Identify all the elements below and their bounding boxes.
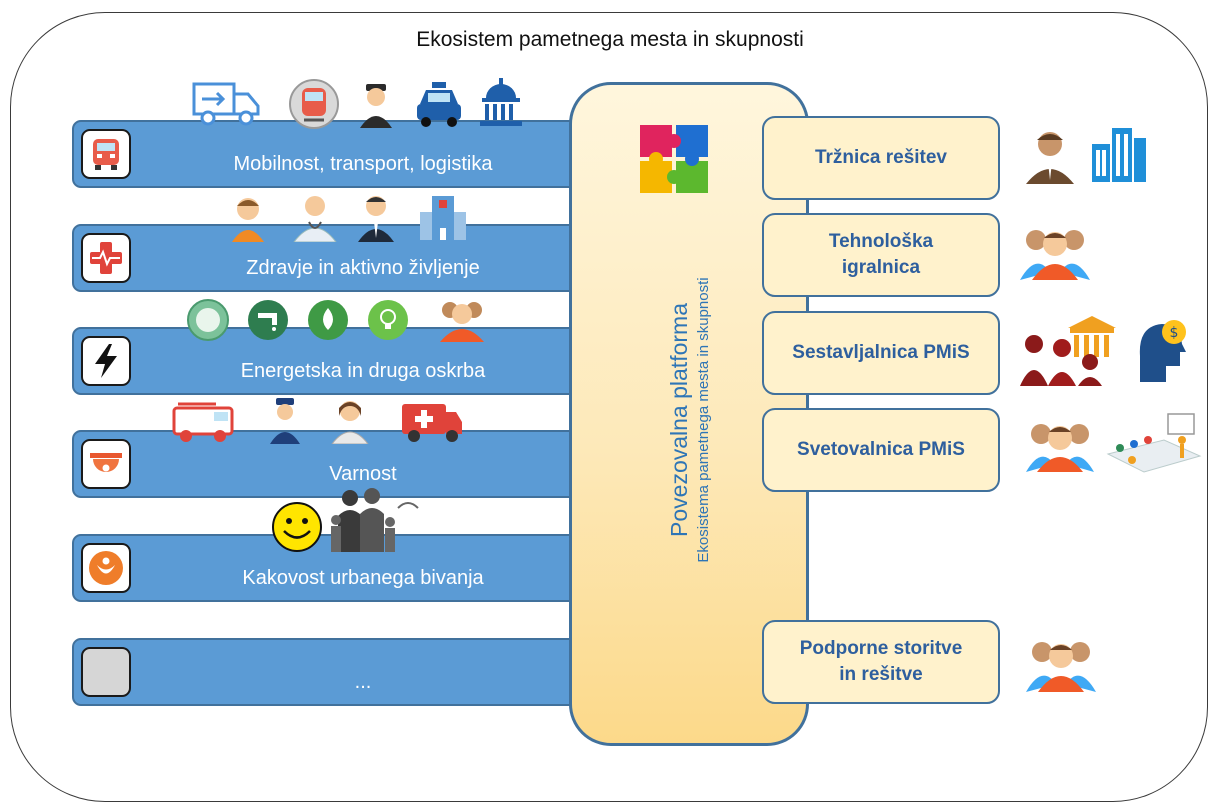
platform-title: Povezovalna platforma <box>666 303 692 537</box>
hospital-icon <box>420 196 466 240</box>
service-label: Tržnica rešitev <box>814 147 948 169</box>
domain-label: Energetska in druga oskrba <box>240 360 486 382</box>
team-icon <box>1026 424 1094 472</box>
business-person-icon <box>1026 132 1074 184</box>
service-marketplace: Tržnica rešitev <box>762 116 1000 200</box>
team-icon <box>1020 230 1090 280</box>
people-group-icon <box>440 302 484 342</box>
police-officer-icon <box>270 398 300 444</box>
domain-label: Varnost <box>329 463 397 485</box>
operator-icon <box>331 401 369 444</box>
domain-bar-security: Varnost <box>72 430 590 498</box>
diagram-title: Ekosistem pametnega mesta in skupnosti <box>416 28 804 51</box>
team-icon <box>1026 642 1096 692</box>
service-label: Svetovalnica PMiS <box>797 439 965 461</box>
fire-truck-icon <box>81 129 131 179</box>
patient-icon <box>232 198 264 242</box>
water-tap-icon <box>248 300 288 340</box>
service-assembly: Sestavljalnica PMiS <box>762 311 1000 395</box>
puzzle-icon <box>640 125 708 193</box>
domain-bar-other: ... <box>72 638 590 706</box>
domain-label: Zdravje in aktivno življenje <box>246 257 480 279</box>
idea-head-icon: $ <box>1139 320 1186 382</box>
svg-text:$: $ <box>1170 325 1179 341</box>
domain-bar-living: Kakovost urbanega bivanja <box>72 534 590 602</box>
security-camera-icon <box>81 439 131 489</box>
train-icon <box>289 79 339 129</box>
medical-cross-icon <box>81 233 131 283</box>
light-bulb-icon <box>368 300 408 340</box>
service-label: Sestavljalnica PMiS <box>792 342 970 364</box>
doctor-icon <box>293 196 337 242</box>
domain-label: ... <box>354 671 372 693</box>
fire-engine-icon <box>172 402 234 442</box>
businessman-icon <box>358 196 394 242</box>
wellbeing-icon <box>81 543 131 593</box>
service-support: Podporne storitve in rešitve <box>762 620 1000 704</box>
service-tech-playground: Tehnološka igralnica <box>762 213 1000 297</box>
service-label: Podporne storitve in rešitve <box>799 638 963 685</box>
government-building-icon <box>480 78 522 126</box>
taxi-icon <box>417 82 461 127</box>
gas-flame-icon <box>308 300 348 340</box>
domain-label: Kakovost urbanega bivanja <box>242 567 484 589</box>
office-buildings-icon <box>1092 128 1146 182</box>
service-label: Tehnološka igralnica <box>828 231 934 278</box>
lightning-icon <box>81 336 131 386</box>
domain-bar-health: Zdravje in aktivno življenje <box>72 224 590 292</box>
domain-bar-energy: Energetska in druga oskrba <box>72 327 590 395</box>
driver-icon <box>360 84 392 128</box>
platform-subtitle: Ekosistema pametnega mesta in skupnosti <box>695 277 712 563</box>
smiley-icon <box>272 502 322 552</box>
placeholder-icon <box>81 647 131 697</box>
delivery-truck-icon <box>192 82 260 126</box>
domain-label: Mobilnost, transport, logistika <box>233 153 493 175</box>
institution-team-icon <box>1020 316 1116 386</box>
service-advisory: Svetovalnica PMiS <box>762 408 1000 492</box>
domain-bar-mobility: Mobilnost, transport, logistika <box>72 120 590 188</box>
meeting-presentation-icon <box>1106 413 1202 473</box>
eco-seal-icon <box>187 299 229 341</box>
family-icon <box>331 488 419 552</box>
ambulance-icon <box>402 404 462 442</box>
